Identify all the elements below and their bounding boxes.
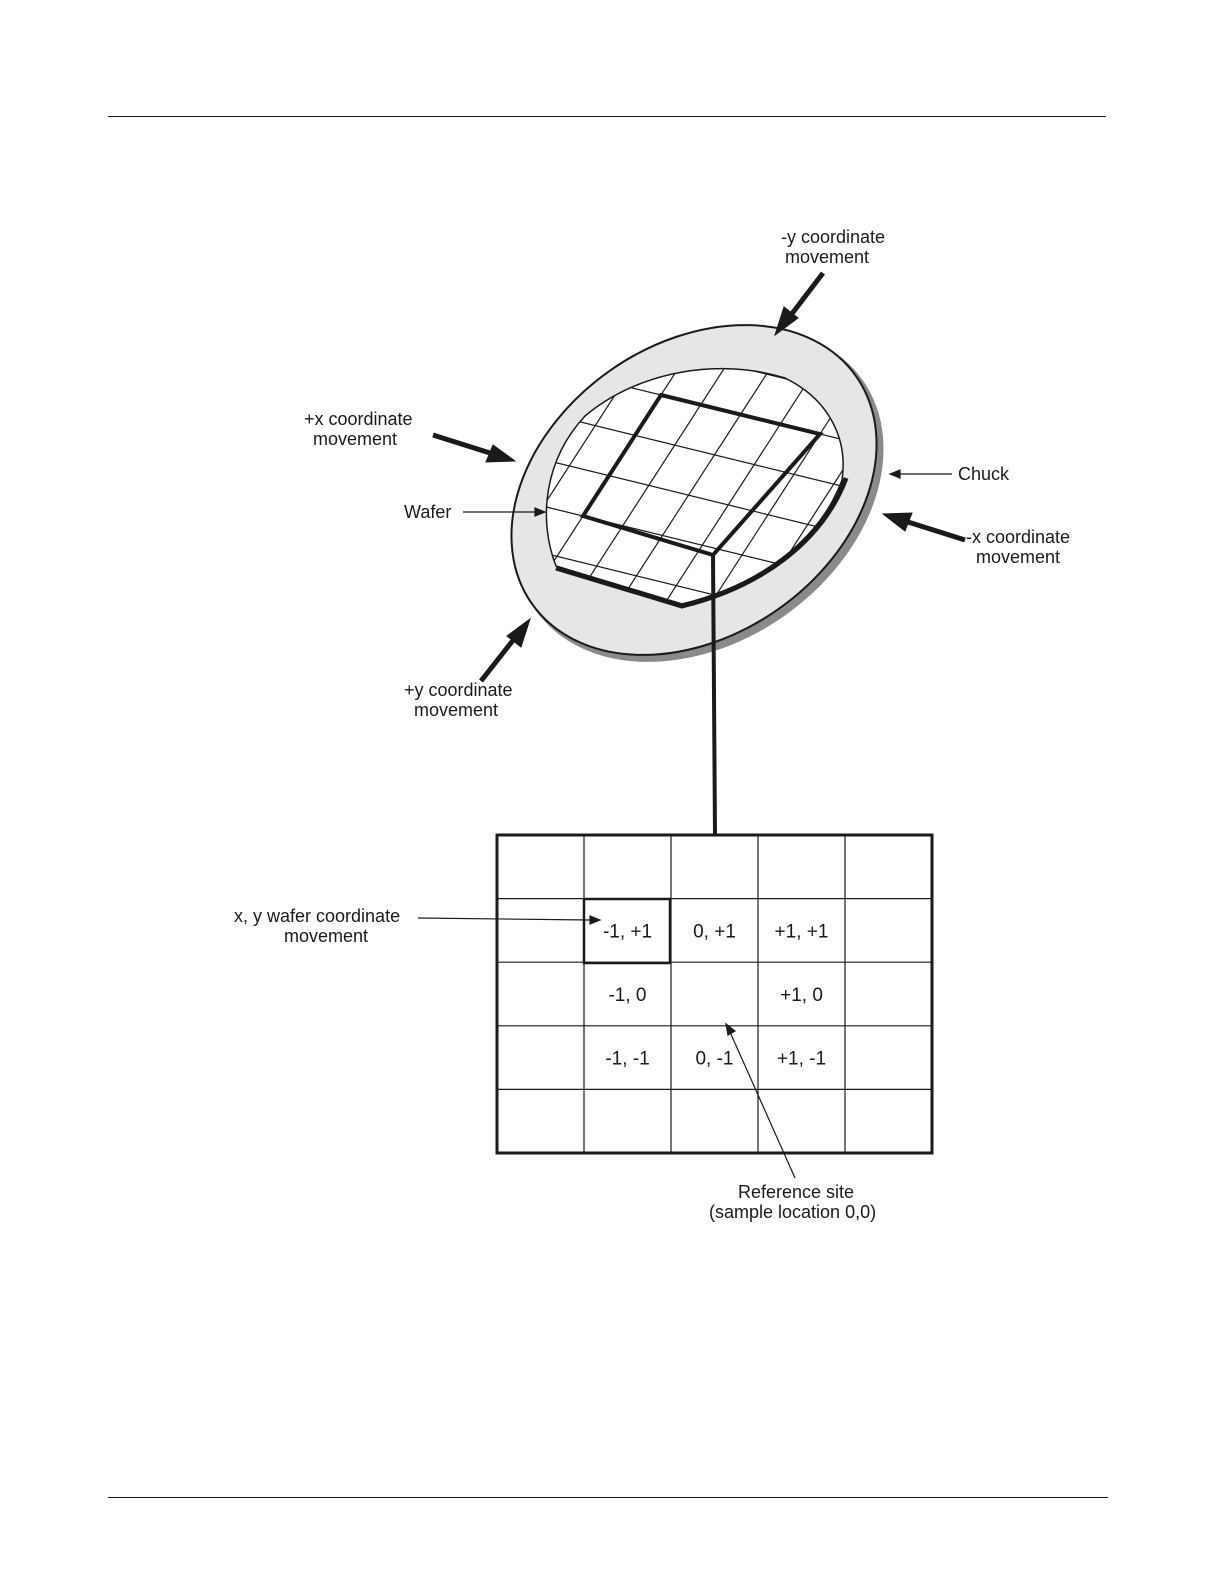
reference-label-line2: (sample location 0,0) — [709, 1202, 876, 1222]
wafer-grid-line — [392, 0, 1224, 189]
neg-y-label-line1: -y coordinate — [781, 227, 885, 247]
pos-x-arrowhead-icon — [486, 445, 515, 462]
neg-y-label-line2: movement — [785, 247, 869, 267]
wafer-coord-label-line1: x, y wafer coordinate — [234, 906, 400, 926]
wafer-grid-line — [878, 109, 1224, 916]
grid-cell-label: +1, +1 — [775, 921, 829, 942]
grid-cell-label: +1, 0 — [780, 985, 823, 1006]
chuck-label: Chuck — [958, 464, 1010, 484]
pos-y-arrow-shaft — [481, 639, 514, 681]
wafer-grid-line — [366, 0, 1224, 230]
wafer-grid-line — [288, 117, 1224, 351]
grid-cell-label: 0, -1 — [695, 1049, 733, 1070]
wafer-grid-line — [2, 560, 956, 794]
neg-x-label-line1: -x coordinate — [966, 527, 1070, 547]
wafer-grid-line — [314, 76, 1224, 310]
neg-y-arrow-shaft — [791, 273, 823, 315]
wafer-label: Wafer — [404, 502, 451, 522]
pos-y-label-line2: movement — [414, 700, 498, 720]
grid-cell-label: -1, -1 — [605, 1049, 649, 1070]
grid-cell-label: 0, +1 — [693, 921, 736, 942]
reference-label-line1: Reference site — [738, 1182, 854, 1202]
pos-y-label-line1: +y coordinate — [404, 680, 513, 700]
pos-x-label-line2: movement — [313, 429, 397, 449]
connector-line — [713, 555, 715, 835]
wafer-coord-label-line2: movement — [284, 926, 368, 946]
pos-x-arrow-shaft — [433, 435, 490, 453]
pos-x-label-line1: +x coordinate — [304, 409, 413, 429]
chuck-leader-arrowhead-icon — [890, 470, 900, 478]
neg-x-arrow-shaft — [908, 522, 965, 540]
wafer-grid-line — [838, 99, 1224, 906]
neg-x-arrowhead-icon — [883, 513, 912, 531]
grid-cell-label: -1, 0 — [608, 985, 646, 1006]
zoomed-site-grid: -1, +1 0, +1 +1, +1 -1, 0 +1, 0 -1, -1 0, -1 +1… — [497, 835, 932, 1153]
grid-cell-label: +1, -1 — [777, 1049, 826, 1070]
zoomed-grid-border — [497, 835, 932, 1153]
wafer-grid-line — [83, 0, 603, 720]
neg-x-label-line2: movement — [976, 547, 1060, 567]
grid-cell-label: -1, +1 — [603, 921, 652, 942]
